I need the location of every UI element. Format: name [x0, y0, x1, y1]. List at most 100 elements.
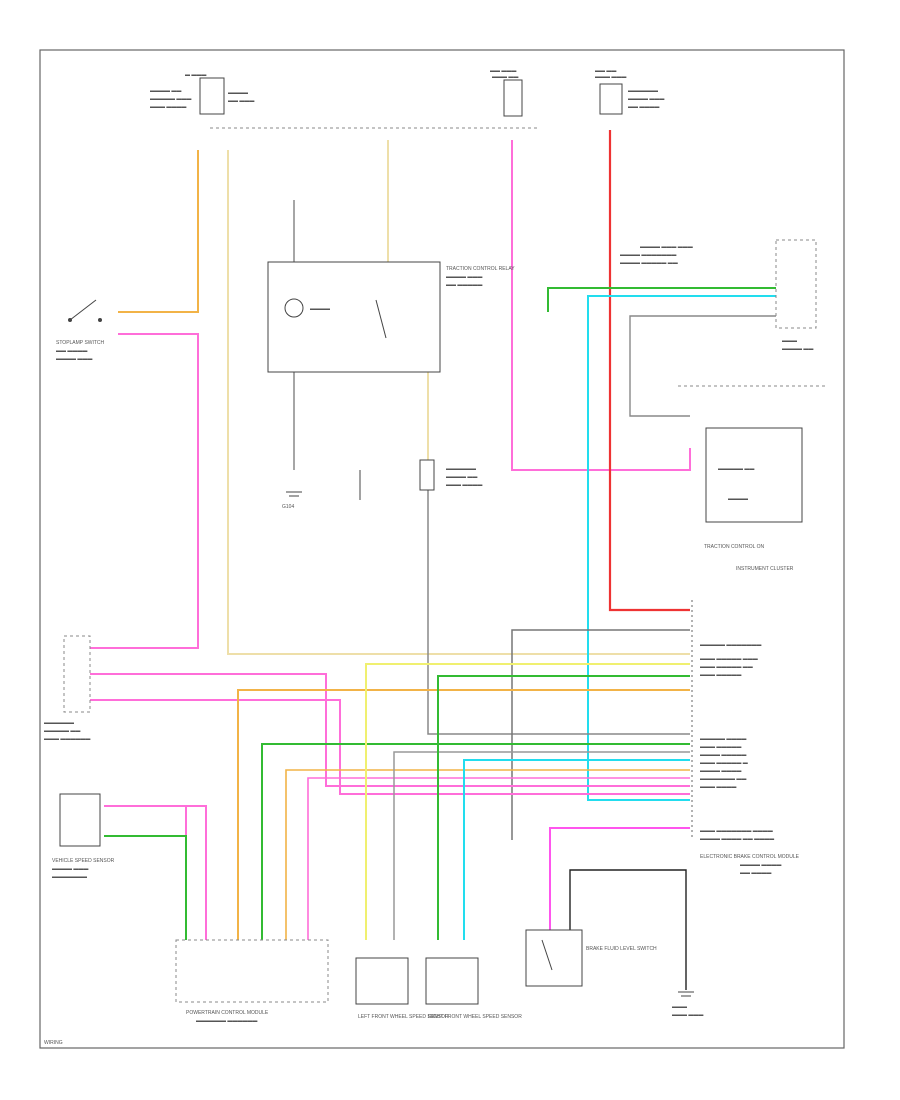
traction-control-lamp: ▬▬▬▬▬ ▬▬ ▬▬▬▬ TRACTION CONTROL ON [704, 427, 803, 550]
traction-relay-label: TRACTION CONTROL RELAY [446, 266, 515, 272]
svg-text:▬▬ ▬▬▬▬: ▬▬ ▬▬▬▬ [740, 870, 771, 876]
wire-green-rf [437, 675, 690, 940]
svg-text:▬▬▬ ▬▬▬▬▬▬: ▬▬▬ ▬▬▬▬▬▬ [44, 736, 90, 742]
svg-text:▬▬▬▬▬▬ ▬▬▬▬▬▬: ▬▬▬▬▬▬ ▬▬▬▬▬▬ [196, 1018, 257, 1024]
svg-text:▬▬▬: ▬▬▬ [672, 1004, 687, 1010]
wire-pink-vss-2 [186, 805, 207, 940]
vehicle-speed-sensor: VEHICLE SPEED SENSOR ▬▬▬▬ ▬▬▬ ▬▬▬▬▬▬▬ [52, 793, 115, 880]
svg-text:▬▬ ▬▬▬: ▬▬ ▬▬▬ [228, 98, 254, 104]
svg-text:▬▬▬▬ ▬▬▬▬▬▬▬: ▬▬▬▬ ▬▬▬▬▬▬▬ [620, 252, 676, 258]
svg-text:▬▬▬ ▬▬▬: ▬▬▬ ▬▬▬ [595, 74, 626, 80]
svg-text:▬▬▬▬ ▬▬: ▬▬▬▬ ▬▬ [446, 474, 477, 480]
instrument-cluster-label: INSTRUMENT CLUSTER [736, 566, 794, 572]
svg-text:▬▬▬▬ ▬▬▬: ▬▬▬▬ ▬▬▬ [56, 356, 92, 362]
svg-text:▬▬▬ ▬▬▬▬▬ ▬▬: ▬▬▬ ▬▬▬▬▬ ▬▬ [700, 664, 753, 670]
top-right-fuse-block: ▬▬ ▬▬ ▬▬▬ ▬▬▬ ▬▬▬▬▬▬ ▬▬▬▬ ▬▬▬ ▬▬ ▬▬▬▬ [595, 68, 664, 115]
svg-text:▬▬▬▬ ▬▬▬▬: ▬▬▬▬ ▬▬▬▬ [700, 768, 741, 774]
wire-magenta-brake [549, 827, 690, 930]
wire-tan-pcm [285, 769, 690, 940]
svg-text:▬▬▬▬ ▬▬▬▬▬ ▬▬: ▬▬▬▬ ▬▬▬▬▬ ▬▬ [620, 260, 678, 266]
svg-text:▬▬ ▬▬▬▬: ▬▬ ▬▬▬▬ [56, 348, 87, 354]
top-center-fuse-block: ▬▬ ▬▬▬ ▬▬▬ ▬▬ [490, 68, 523, 117]
ebcm-label: ELECTRONIC BRAKE CONTROL MODULE [700, 854, 800, 860]
svg-text:▬▬▬▬▬▬▬: ▬▬▬▬▬▬▬ [52, 874, 87, 880]
stoplamp-switch-label: STOPLAMP SWITCH [56, 340, 105, 346]
svg-text:▬▬▬▬ ▬▬▬: ▬▬▬▬ ▬▬▬ [446, 274, 482, 280]
traction-control-on-label: TRACTION CONTROL ON [704, 544, 764, 550]
brake-fluid-level-switch: BRAKE FLUID LEVEL SWITCH [525, 929, 657, 987]
svg-text:▬▬▬ ▬▬: ▬▬▬ ▬▬ [492, 74, 518, 80]
right-connector-block: ▬▬▬▬ ▬▬▬ ▬▬▬ ▬▬▬▬ ▬▬▬▬▬▬▬ ▬▬▬▬ ▬▬▬▬▬ ▬▬ … [620, 239, 817, 352]
wire-pink-center [511, 140, 691, 471]
svg-text:▬▬▬▬▬▬: ▬▬▬▬▬▬ [44, 720, 74, 726]
wire-orange-pcm [237, 689, 690, 940]
wire-orange-stoplamp [118, 150, 199, 313]
wire-gray-center [427, 490, 690, 735]
brake-fluid-switch-label: BRAKE FLUID LEVEL SWITCH [586, 946, 657, 952]
left-connector: ▬▬▬▬▬▬ ▬▬▬▬▬ ▬▬ ▬▬▬ ▬▬▬▬▬▬ [44, 635, 91, 742]
svg-text:▬▬▬ ▬▬▬▬: ▬▬▬ ▬▬▬▬ [150, 104, 186, 110]
rf-sensor-label: RIGHT FRONT WHEEL SPEED SENSOR [428, 1014, 522, 1020]
svg-text:▬▬▬▬ ▬▬▬▬ ▬▬ ▬▬▬▬: ▬▬▬▬ ▬▬▬▬ ▬▬ ▬▬▬▬ [700, 836, 774, 842]
svg-text:▬▬▬▬▬▬: ▬▬▬▬▬▬ [628, 88, 658, 94]
wire-gray-lf [393, 751, 690, 940]
wire-red-main [608, 130, 690, 612]
wire-pink-vss [104, 805, 187, 840]
wire-green-vss [104, 835, 187, 940]
svg-text:▬▬▬ ▬▬▬▬▬: ▬▬▬ ▬▬▬▬▬ [700, 744, 741, 750]
wire-pink-mid-2 [90, 699, 690, 795]
svg-text:▬▬▬▬: ▬▬▬▬ [310, 306, 330, 312]
top-left-fuse-block: ▬ ▬▬▬ ▬▬▬▬ ▬▬ ▬▬▬▬▬ ▬▬▬ ▬▬▬ ▬▬▬▬ ▬▬▬▬ ▬▬… [150, 72, 254, 115]
rf-wheel-speed-sensor: RIGHT FRONT WHEEL SPEED SENSOR [425, 957, 522, 1020]
wire-yellow-lf [365, 663, 690, 940]
svg-text:▬▬ ▬▬▬▬▬: ▬▬ ▬▬▬▬▬ [446, 282, 482, 288]
svg-text:▬▬▬▬ ▬▬: ▬▬▬▬ ▬▬ [782, 346, 813, 352]
ground-g104: G104 [282, 491, 302, 510]
bottom-right-ground: ▬▬▬ ▬▬▬ ▬▬▬ [672, 991, 703, 1018]
wire-green-pcm [261, 743, 690, 940]
svg-text:▬▬▬▬▬ ▬▬: ▬▬▬▬▬ ▬▬ [44, 728, 80, 734]
svg-text:▬▬▬▬ ▬▬▬ ▬▬▬: ▬▬▬▬ ▬▬▬ ▬▬▬ [640, 244, 693, 250]
wire-gray-tcs [629, 315, 776, 417]
svg-text:▬▬▬ ▬▬▬▬▬▬▬ ▬▬▬▬: ▬▬▬ ▬▬▬▬▬▬▬ ▬▬▬▬ [700, 828, 773, 834]
svg-text:▬▬▬▬ ▬▬▬: ▬▬▬▬ ▬▬▬ [52, 866, 88, 872]
wire-green-top [547, 287, 776, 312]
svg-text:▬▬▬ ▬▬▬▬▬ ▬▬▬: ▬▬▬ ▬▬▬▬▬ ▬▬▬ [700, 656, 758, 662]
wire-pink-mid-1 [90, 673, 690, 787]
wire-tan-feed [227, 150, 690, 655]
wire-black-brake [569, 869, 687, 990]
stoplamp-switch: STOPLAMP SWITCH ▬▬ ▬▬▬▬ ▬▬▬▬ ▬▬▬ [56, 299, 105, 362]
svg-text:▬▬▬▬ ▬▬▬▬▬: ▬▬▬▬ ▬▬▬▬▬ [700, 752, 746, 758]
svg-text:▬▬ ▬▬▬▬: ▬▬ ▬▬▬▬ [628, 104, 659, 110]
svg-text:▬▬▬▬ ▬▬: ▬▬▬▬ ▬▬ [150, 88, 181, 94]
svg-text:▬ ▬▬▬: ▬ ▬▬▬ [185, 72, 206, 78]
wire-pink-pcm [307, 777, 690, 940]
footer-mark: WIRING [44, 1040, 63, 1046]
svg-text:▬▬▬: ▬▬▬ [782, 338, 797, 344]
svg-text:▬▬▬▬▬▬: ▬▬▬▬▬▬ [446, 466, 476, 472]
diagram-border [39, 49, 845, 1049]
wire-cyan-top [587, 295, 776, 801]
svg-text:▬▬▬▬ ▬▬▬: ▬▬▬▬ ▬▬▬ [628, 96, 664, 102]
svg-text:▬▬▬ ▬▬▬: ▬▬▬ ▬▬▬ [672, 1012, 703, 1018]
lf-sensor-label: LEFT FRONT WHEEL SPEED SENSOR [358, 1014, 449, 1020]
svg-text:▬▬ ▬▬: ▬▬ ▬▬ [595, 68, 616, 74]
wire-gray-cluster [511, 629, 690, 840]
ground-label: G104 [282, 504, 294, 510]
svg-text:▬▬▬▬▬ ▬▬▬: ▬▬▬▬▬ ▬▬▬ [150, 96, 191, 102]
svg-text:▬▬▬▬: ▬▬▬▬ [228, 90, 248, 96]
svg-text:▬▬▬ ▬▬▬▬: ▬▬▬ ▬▬▬▬ [700, 784, 736, 790]
svg-text:▬▬▬▬ ▬▬▬▬: ▬▬▬▬ ▬▬▬▬ [740, 862, 781, 868]
svg-text:▬▬ ▬▬▬: ▬▬ ▬▬▬ [490, 68, 516, 74]
svg-text:▬▬▬▬▬ ▬▬: ▬▬▬▬▬ ▬▬ [718, 466, 754, 472]
powertrain-control-module: POWERTRAIN CONTROL MODULE ▬▬▬▬▬▬ ▬▬▬▬▬▬ [175, 939, 329, 1024]
vss-label: VEHICLE SPEED SENSOR [52, 858, 115, 864]
lf-wheel-speed-sensor: LEFT FRONT WHEEL SPEED SENSOR [355, 957, 449, 1020]
svg-text:▬▬▬ ▬▬▬▬: ▬▬▬ ▬▬▬▬ [446, 482, 482, 488]
wire-pink-left [90, 333, 199, 649]
svg-text:▬▬▬ ▬▬▬▬▬ ▬: ▬▬▬ ▬▬▬▬▬ ▬ [700, 760, 748, 766]
wire-cyan-rf [463, 759, 690, 940]
svg-text:▬▬▬▬: ▬▬▬▬ [728, 496, 748, 502]
svg-text:▬▬▬▬▬ ▬▬▬▬▬▬▬: ▬▬▬▬▬ ▬▬▬▬▬▬▬ [700, 642, 761, 648]
